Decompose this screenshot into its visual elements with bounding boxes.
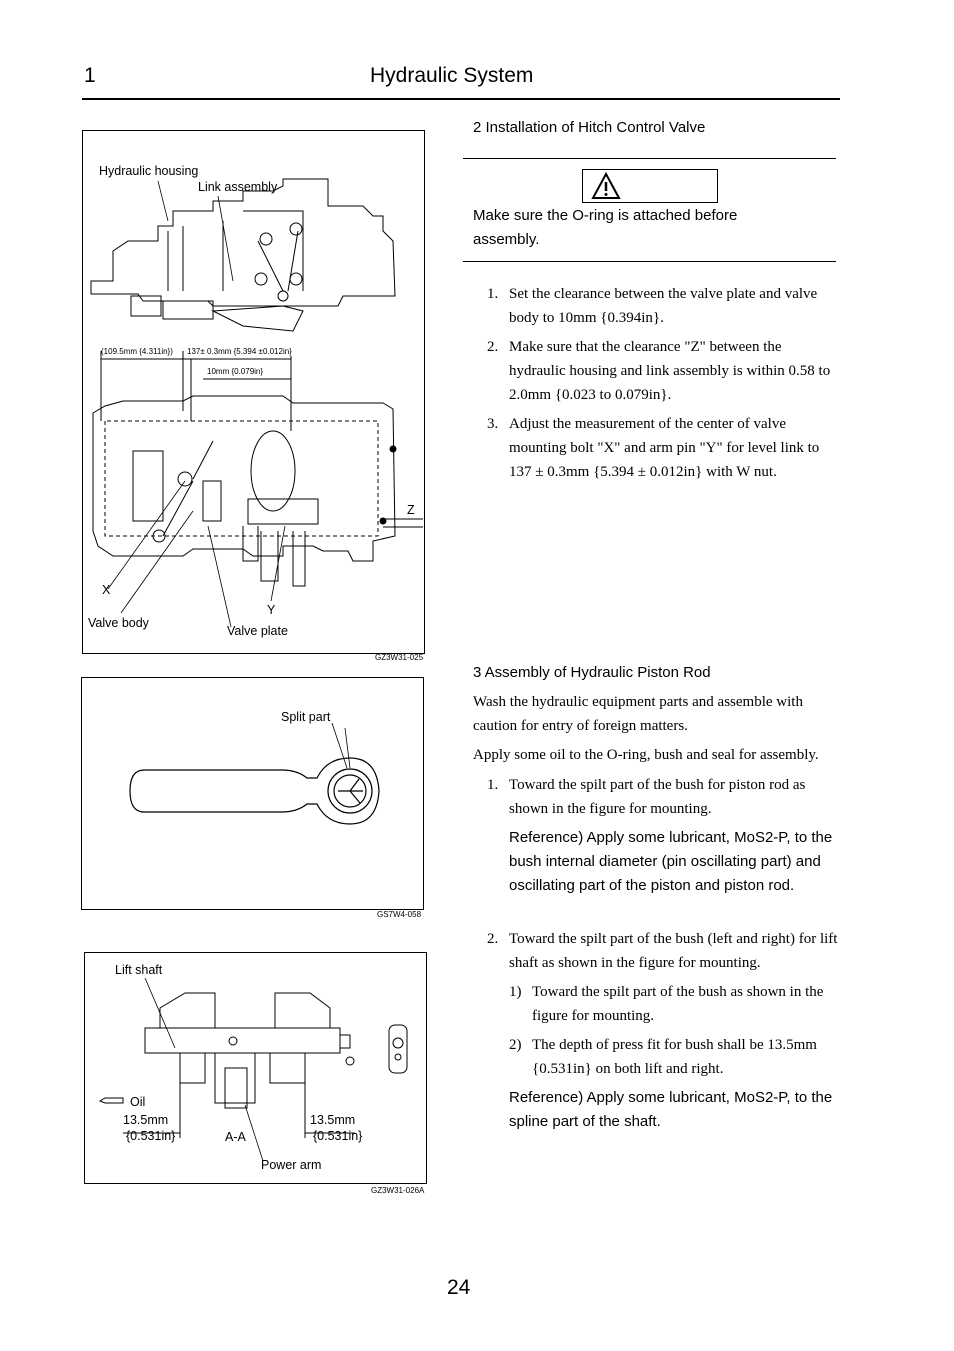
label-valve-body: Valve body: [88, 616, 149, 630]
chapter-title: Hydraulic System: [370, 64, 534, 87]
section-3-intro-1: Wash the hydraulic equipment parts and a…: [473, 694, 803, 734]
section-3-reference-2: Reference) Apply some lubricant, MoS2-P,…: [509, 1089, 833, 1130]
caution-rule-top: [463, 158, 836, 159]
label-split-part: Split part: [281, 710, 331, 724]
label-dimension-109: (109.5mm {4.311in}): [101, 347, 173, 356]
caution-box: [582, 169, 718, 203]
caution-rule-bottom: [463, 261, 836, 262]
page-number: 24: [447, 1276, 471, 1299]
figure-code-3: GZ3W31-026A: [371, 1186, 425, 1195]
lift-shaft-drawing: [98, 977, 408, 1162]
section-3-step-1: 1. Toward the spilt part of the bush for…: [487, 777, 806, 817]
label-hydraulic-housing: Hydraulic housing: [99, 164, 199, 178]
section-2-step-2: 2. Make sure that the clearance "Z" betw…: [487, 339, 831, 403]
header-rule: [82, 98, 840, 100]
figure-code-1: GZ3W31-025: [375, 653, 424, 662]
section-2-step-3: 3. Adjust the measurement of the center …: [487, 416, 820, 480]
label-lift-shaft: Lift shaft: [115, 963, 163, 977]
piston-rod-drawing: [129, 722, 380, 825]
label-dim-left-mm: 13.5mm: [123, 1113, 169, 1127]
warning-icon: [591, 172, 621, 199]
section-3-reference-1: Reference) Apply some lubricant, MoS2-P,…: [509, 829, 833, 894]
figure-hitch-control-valve: Hydraulic housing Link assembly (109.5mm…: [82, 130, 425, 654]
label-z: Z: [407, 503, 415, 517]
figure-code-2: GS7W4-058: [377, 910, 422, 919]
label-oil: Oil: [130, 1095, 146, 1109]
label-x: X: [102, 583, 111, 597]
chapter-number: 1: [84, 64, 96, 87]
hitch-valve-drawing: [90, 178, 423, 628]
section-3-substep-1: 1) Toward the spilt part of the bush as …: [509, 984, 824, 1024]
section-3-step-2: 2. Toward the spilt part of the bush (le…: [487, 931, 838, 971]
label-dim-left-in: {0.531in}: [126, 1129, 176, 1143]
label-dimension-10: 10mm {0.079in}: [207, 367, 264, 376]
label-link-assembly: Link assembly: [198, 180, 278, 194]
section-3-intro-2: Apply some oil to the O-ring, bush and s…: [473, 747, 819, 763]
label-dim-right-mm: 13.5mm: [310, 1113, 356, 1127]
section-2-step-1: 1. Set the clearance between the valve p…: [487, 286, 818, 326]
label-power-arm: Power arm: [261, 1158, 322, 1172]
label-y: Y: [267, 603, 276, 617]
figure-piston-rod: Split part: [81, 677, 424, 910]
section-3-heading: 3 Assembly of Hydraulic Piston Rod: [473, 664, 711, 681]
section-2-heading: 2 Installation of Hitch Control Valve: [473, 119, 706, 136]
figure-lift-shaft: Lift shaft Oil 13.5mm {0.531in} A-A 13.5…: [84, 952, 427, 1184]
section-3-substep-2: 2) The depth of press fit for bush shall…: [509, 1037, 817, 1077]
label-dimension-137: 137± 0.3mm {5.394 ±0.012in}: [187, 347, 292, 356]
label-section-aa: A-A: [225, 1130, 246, 1144]
caution-text: Make sure the O-ring is attached before …: [473, 207, 738, 248]
label-dim-right-in: {0.531in}: [313, 1129, 363, 1143]
label-valve-plate: Valve plate: [227, 624, 288, 638]
